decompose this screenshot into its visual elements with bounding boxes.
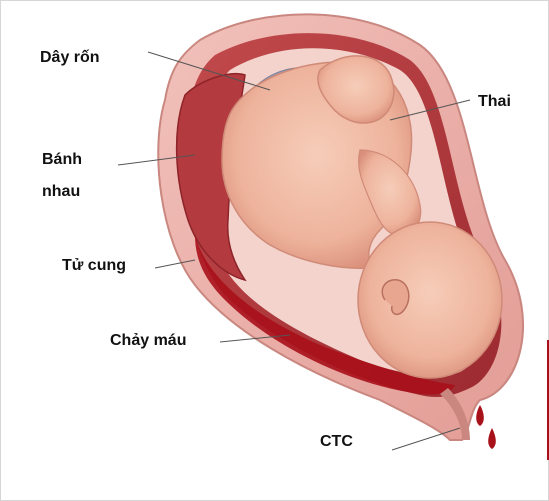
label-placenta-line2: nhau — [42, 182, 80, 201]
label-bleeding: Chảy máu — [110, 331, 186, 350]
label-placenta-line1: Bánh — [42, 150, 82, 169]
label-cervix: CTC — [320, 432, 353, 451]
label-uterus: Tử cung — [62, 256, 126, 275]
label-umbilical-cord: Dây rốn — [40, 48, 100, 67]
blood-drop-2 — [488, 428, 496, 449]
label-fetus: Thai — [478, 92, 511, 111]
fetus-head — [358, 222, 502, 378]
blood-drop-1 — [476, 405, 484, 426]
